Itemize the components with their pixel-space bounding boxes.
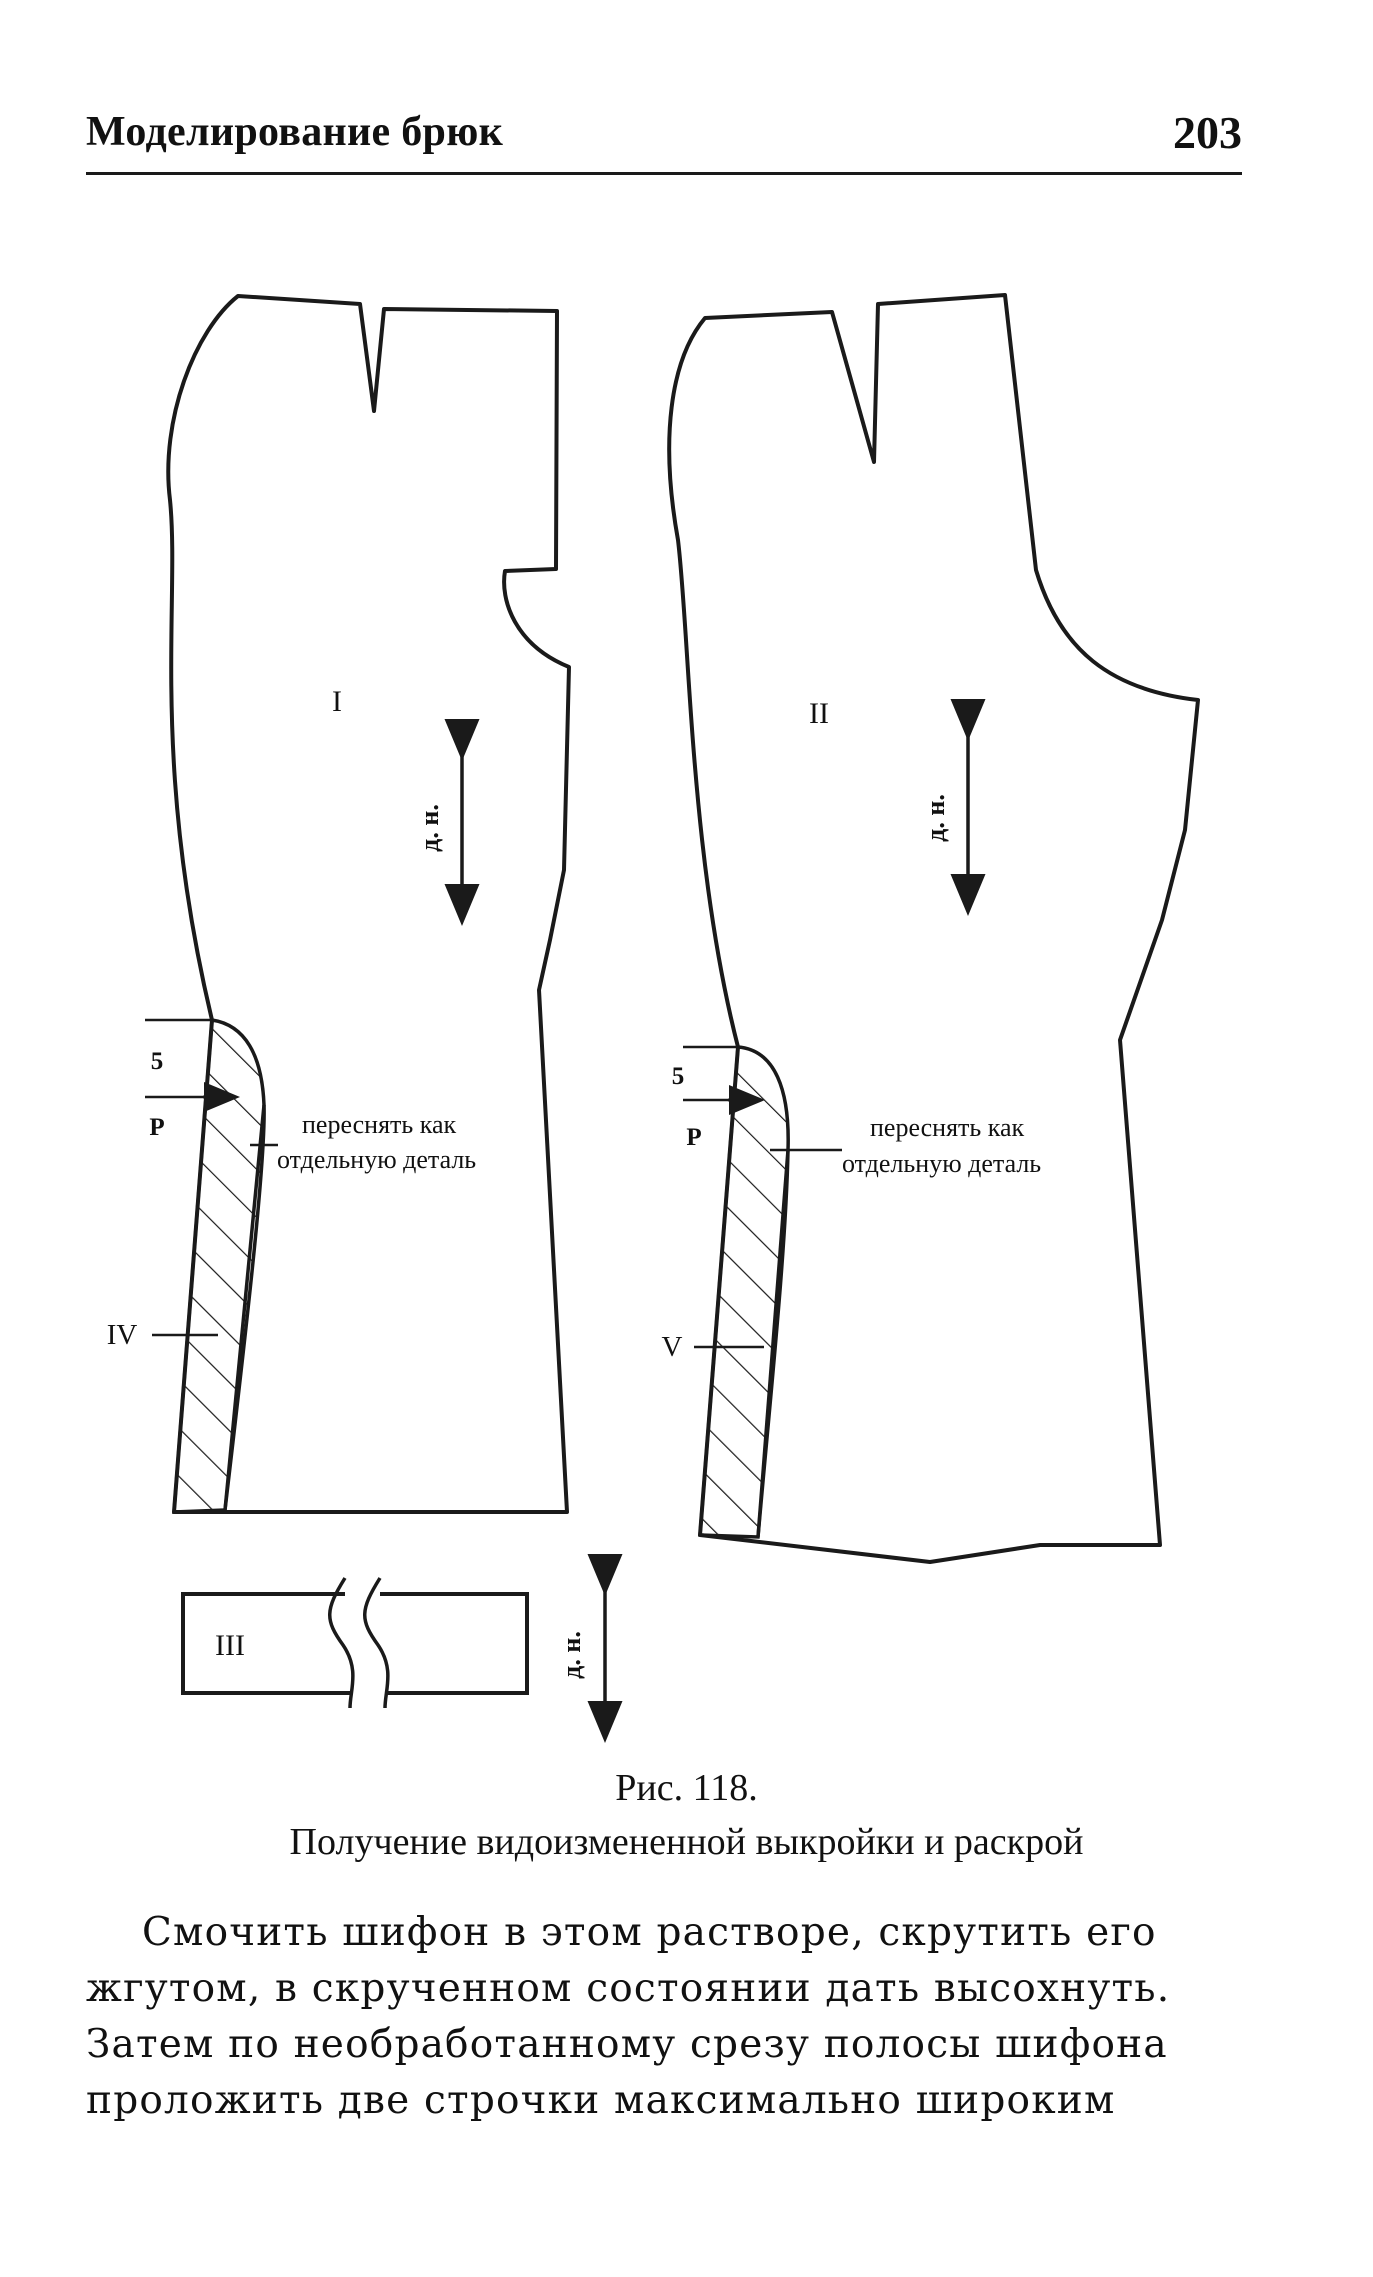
back-insert-hatched [698, 1045, 790, 1539]
front-piece-outline [166, 294, 571, 1514]
body-paragraph: Смочить шифон в этом растворе, скрутить … [86, 1905, 1242, 2129]
running-header: Моделирование брюк 203 [86, 106, 1242, 175]
strip-break-right [363, 1577, 390, 1709]
strip-piece-right [380, 1592, 529, 1695]
front-insert-hatched [172, 1017, 266, 1514]
label-front-piece: I [332, 685, 342, 718]
front-measure-p: Р [149, 1114, 164, 1141]
strip-piece-left [181, 1592, 350, 1695]
front-measure-5: 5 [151, 1048, 164, 1075]
back-note-line2: отдельную деталь [842, 1149, 1041, 1178]
back-grain-label: д. н. [921, 794, 950, 842]
figure-number: Рис. 118. [615, 1767, 758, 1809]
back-note-line1: переснять как [870, 1113, 1025, 1142]
page-number: 203 [1173, 107, 1242, 158]
body-line: Смочить шифон в этом растворе, скрутить … [142, 1910, 1157, 1955]
pattern-figure: I II III IV V д. н. д. н. д. н. 5 Р 5 Р … [107, 293, 1200, 1743]
back-measure-5: 5 [672, 1063, 685, 1090]
front-grain-label: д. н. [415, 804, 444, 852]
body-line: проложить две строчки максимально широки… [86, 2078, 1116, 2123]
section-title: Моделирование брюк [86, 109, 504, 155]
back-measure-p: Р [686, 1124, 701, 1151]
figure-caption: Получение видоизмененной выкройки и раск… [289, 1821, 1084, 1863]
strip-grain-label: д. н. [557, 1631, 586, 1679]
label-back-piece: II [809, 697, 829, 730]
back-piece-outline [667, 293, 1200, 1564]
pattern-drawing: I II III IV V д. н. д. н. д. н. 5 Р 5 Р … [107, 293, 1200, 1743]
body-line: Затем по необработанному срезу полосы ши… [86, 2022, 1168, 2067]
label-front-insert: IV [107, 1319, 138, 1351]
back-insert-seam [756, 1149, 790, 1538]
label-back-insert: V [662, 1331, 683, 1363]
body-line: жгутом, в скрученном состоянии дать высо… [86, 1966, 1171, 2011]
front-insert-seam [223, 1104, 266, 1511]
label-strip-piece: III [215, 1629, 245, 1662]
front-note-line2: отдельную деталь [277, 1145, 476, 1174]
strip-break-left [328, 1577, 355, 1709]
front-note-line1: переснять как [302, 1110, 457, 1139]
